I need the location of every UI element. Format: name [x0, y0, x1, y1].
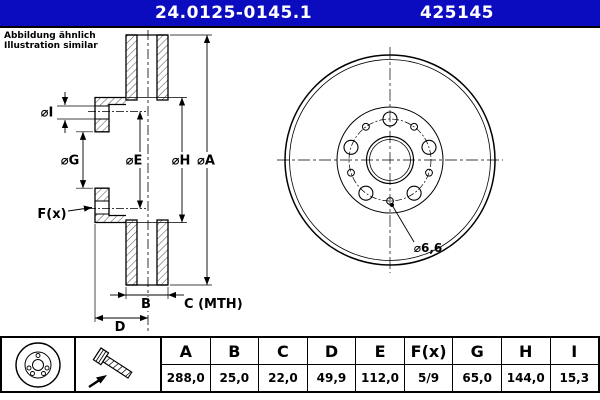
note-line-en: Illustration similar	[4, 41, 98, 51]
table-col-d: D 49,9	[307, 338, 357, 391]
col-value: 5/9	[418, 371, 440, 385]
header-bar: 24.0125-0145.1 425145	[0, 0, 600, 28]
col-value: 288,0	[166, 371, 205, 385]
fixing-screw-holes	[347, 122, 433, 205]
leader-hole-dia	[391, 204, 415, 243]
table-col-e: E 112,0	[356, 338, 405, 391]
brake-disc-icon	[2, 338, 76, 391]
label-dia-a: ⌀A	[197, 154, 215, 169]
label-f: F(x)	[37, 207, 66, 222]
label-dia-g: ⌀G	[61, 154, 80, 169]
table-col-a: A 288,0	[162, 338, 211, 391]
table-col-h: H 144,0	[501, 338, 551, 391]
col-header: I	[550, 338, 599, 365]
col-header: B	[210, 338, 259, 365]
label-dia-h: ⌀H	[172, 154, 191, 169]
col-header: F(x)	[404, 338, 453, 365]
col-value: 22,0	[268, 371, 298, 385]
wheel-bolt-holes	[343, 111, 437, 201]
leader-f	[67, 205, 93, 212]
col-value: 144,0	[506, 371, 545, 385]
hat-circle	[336, 106, 444, 214]
screw-icon	[76, 338, 162, 391]
part-number: 24.0125-0145.1	[155, 3, 313, 23]
col-header: G	[453, 338, 501, 365]
center-bore-circle	[365, 135, 415, 185]
col-header: A	[162, 338, 210, 365]
label-c-mth: C (MTH)	[184, 297, 243, 312]
label-hole-dia: ⌀6,6	[414, 241, 442, 255]
label-dia-i: ⌀I	[41, 106, 54, 121]
col-value: 25,0	[219, 371, 250, 385]
label-dia-e: ⌀E	[126, 154, 143, 169]
cross-section-view: ⌀I ⌀G ⌀E ⌀H ⌀A F(x) B C (MTH) D	[37, 30, 243, 335]
illustration-note: Abbildung ähnlich Illustration similar	[4, 31, 98, 51]
spec-table: A 288,0 B 25,0 C 22,0 D 49,9 E 112,0 F(x…	[0, 336, 600, 393]
col-value: 65,0	[462, 371, 492, 385]
label-b: B	[141, 297, 151, 312]
table-col-f: F(x) 5/9	[404, 338, 454, 391]
reference-number: 425145	[420, 3, 494, 23]
bolt-circle	[348, 118, 432, 202]
table-col-b: B 25,0	[210, 338, 260, 391]
table-col-g: G 65,0	[453, 338, 502, 391]
col-value: 15,3	[559, 371, 590, 385]
outer-diameter-circle	[284, 54, 496, 266]
col-header: E	[356, 338, 404, 365]
note-line-de: Abbildung ähnlich	[4, 31, 96, 41]
label-d: D	[115, 320, 126, 335]
table-col-i: I 15,3	[550, 338, 599, 391]
col-value: 49,9	[316, 371, 347, 385]
col-header: C	[259, 338, 307, 365]
col-value: 112,0	[361, 371, 400, 385]
table-col-c: C 22,0	[259, 338, 308, 391]
col-header: D	[307, 338, 356, 365]
front-view: ⌀6,6	[277, 47, 503, 273]
col-header: H	[501, 338, 550, 365]
